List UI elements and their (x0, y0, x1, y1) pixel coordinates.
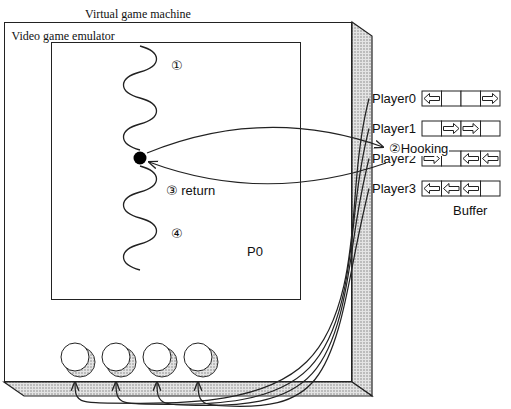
input-arrow (483, 154, 499, 164)
callout-number: ④ (170, 226, 184, 241)
buffer-cell (442, 181, 462, 196)
emulator-screen: Video game emulator (51, 42, 301, 300)
step-label: ③ return (165, 183, 216, 198)
return-arrow (149, 162, 386, 184)
controller-buttons (61, 343, 218, 377)
hook-point (134, 152, 147, 165)
cell-frame (422, 181, 442, 196)
buffer-cell (422, 121, 442, 136)
button (61, 343, 89, 371)
buffer-cell (422, 181, 442, 196)
buffer-cell (481, 91, 501, 106)
player-name: Player1 (372, 121, 416, 136)
button (143, 343, 171, 371)
cell-frame (461, 181, 481, 196)
player-name: Player3 (372, 181, 416, 196)
player-buffer: Player3 (372, 180, 501, 197)
cell-frame (461, 151, 481, 166)
input-arrow (444, 184, 460, 194)
input-arrow (483, 94, 499, 104)
input-arrow (444, 124, 460, 134)
buffer-cell (442, 91, 462, 106)
machine-box: Virtual game machineVideo game emulator (4, 22, 352, 382)
execution-wave (124, 46, 157, 150)
execution-wave (124, 166, 157, 270)
cell-frame (422, 121, 442, 136)
player-name: Player0 (372, 91, 416, 106)
buffer-cells (421, 180, 501, 197)
player-buffer: Player1 (372, 120, 501, 137)
cell-frame (442, 121, 462, 136)
cell-frame (481, 121, 501, 136)
input-wire (75, 99, 369, 404)
buffer-cell (481, 151, 501, 166)
bottom-face (4, 382, 372, 396)
buffer-cell (461, 181, 481, 196)
input-arrow (424, 94, 440, 104)
cell-frame (442, 91, 462, 106)
box-heading: Video game emulator (12, 29, 115, 43)
buffer-label: Buffer (452, 203, 488, 218)
input-arrow (463, 154, 479, 164)
player-label: P0 (246, 244, 264, 259)
front-face (4, 22, 352, 382)
input-wire (116, 129, 369, 405)
cell-frame (461, 121, 481, 136)
buffer-cell (461, 121, 481, 136)
buffer-cell (442, 121, 462, 136)
buffer-cell (422, 91, 442, 106)
cell-frame (442, 181, 462, 196)
buffer-cell (461, 151, 481, 166)
player-buffer: Player0 (372, 90, 501, 107)
input-wire (198, 189, 369, 407)
input-arrow (463, 124, 479, 134)
cell-frame (461, 91, 481, 106)
input-wire (157, 159, 369, 406)
box-heading: Virtual game machine (85, 7, 191, 21)
input-arrow (424, 184, 440, 194)
button (184, 343, 212, 371)
cell-frame (481, 151, 501, 166)
buffer-cell (481, 121, 501, 136)
input-arrow (463, 184, 479, 194)
cell-frame (481, 91, 501, 106)
buffer-cells (421, 120, 501, 137)
hook-arrow (147, 127, 383, 153)
step-label: ②Hooking (388, 141, 449, 156)
button (102, 343, 130, 371)
buffer-cell (461, 91, 481, 106)
buffer-cells (421, 90, 501, 107)
cell-frame (481, 181, 501, 196)
cell-frame (422, 91, 442, 106)
callout-number: ① (170, 58, 184, 73)
buffer-cell (481, 181, 501, 196)
